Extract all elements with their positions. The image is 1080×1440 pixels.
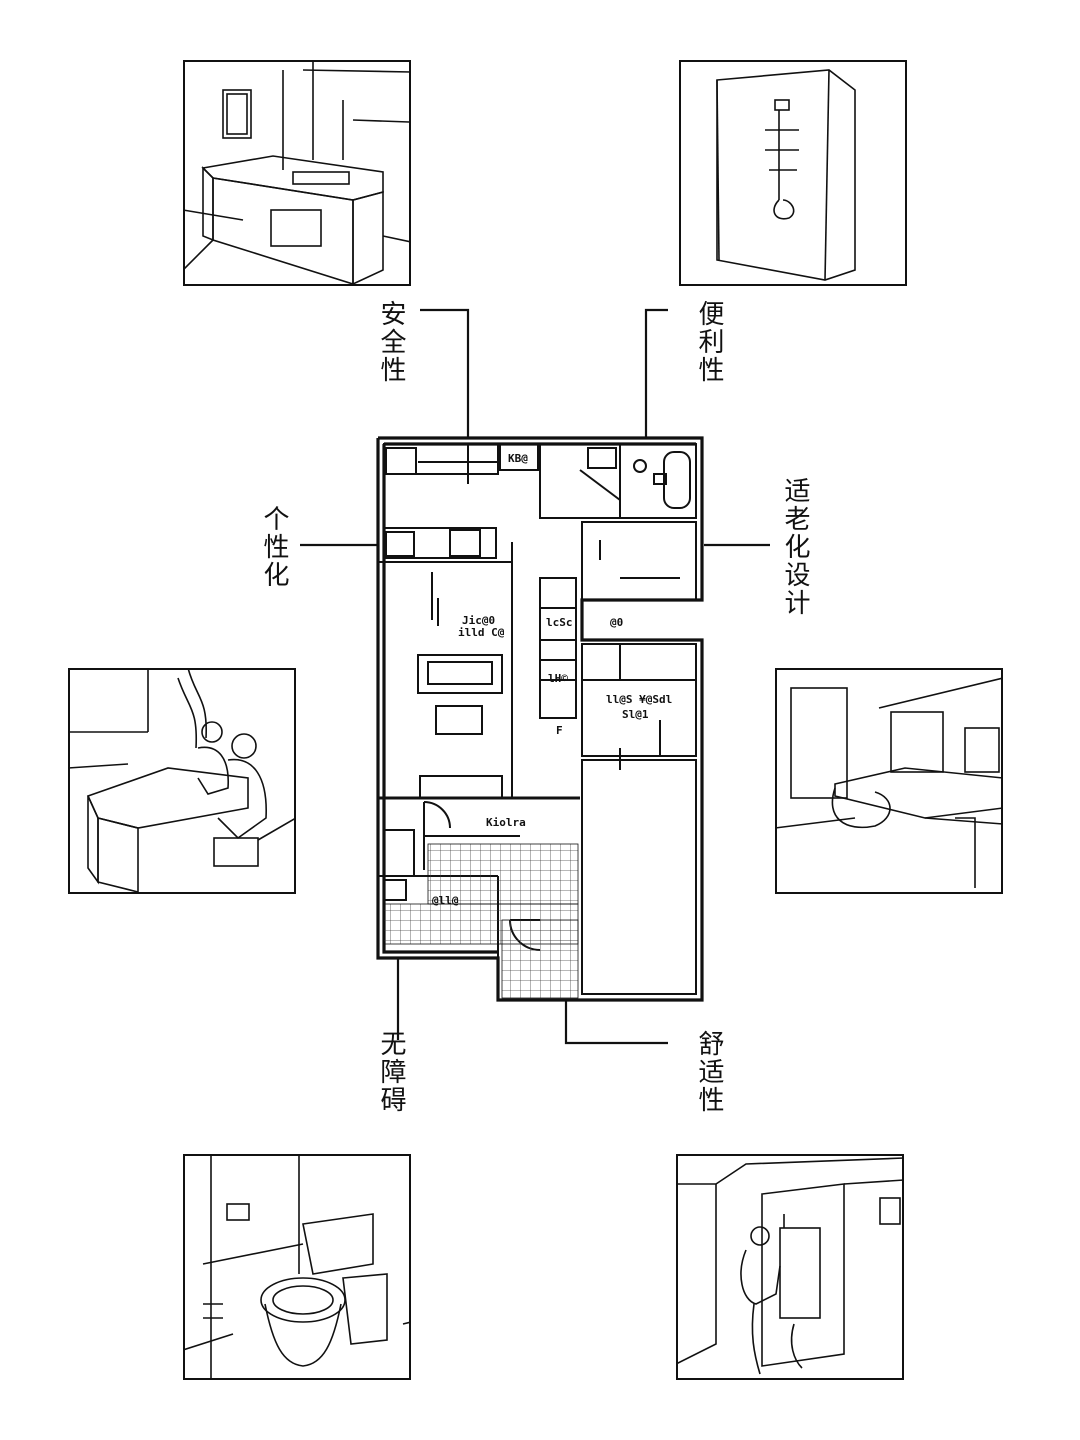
sketch-toilet bbox=[183, 1154, 411, 1380]
tile-grid bbox=[383, 843, 579, 999]
leader-comfort bbox=[564, 1000, 668, 1045]
fp-label-h: @ll@ bbox=[432, 894, 459, 907]
label-personalization-text: 个性化 bbox=[259, 505, 289, 589]
sketch-living bbox=[68, 668, 296, 894]
label-personalization: 个性化 bbox=[259, 505, 289, 589]
closet bbox=[539, 577, 577, 719]
kitchen-counter bbox=[383, 443, 499, 475]
coffee-table bbox=[435, 705, 483, 735]
fp-label-a2: illd C@ bbox=[458, 626, 505, 639]
sketch-kitchen bbox=[183, 60, 411, 286]
fp-label-d: @0 bbox=[610, 616, 623, 629]
label-convenience: 便利性 bbox=[694, 300, 724, 384]
label-convenience-text: 便利性 bbox=[694, 300, 724, 384]
label-comfort: 舒适性 bbox=[694, 1030, 724, 1114]
fp-label-e: ll@S ¥@Sdl bbox=[606, 693, 672, 706]
fp-label-c: lcSc bbox=[546, 616, 573, 629]
sketch-shower bbox=[679, 60, 907, 286]
label-aging-friendly-text: 适老化设计 bbox=[780, 477, 810, 617]
fridge bbox=[499, 443, 539, 471]
bathtub bbox=[663, 451, 691, 509]
outer-wall bbox=[376, 436, 704, 1002]
cabinet-left bbox=[383, 527, 497, 559]
leader-convenience bbox=[644, 308, 668, 438]
room-right-middle bbox=[581, 643, 697, 757]
wall-left-inner bbox=[382, 444, 498, 954]
label-comfort-text: 舒适性 bbox=[694, 1030, 724, 1114]
fp-label-i: lH© bbox=[548, 672, 568, 685]
label-safety: 安全性 bbox=[376, 300, 406, 384]
sofa bbox=[417, 654, 503, 694]
leader-lines bbox=[300, 308, 770, 1045]
room-right-upper bbox=[581, 521, 697, 601]
kitchen-sink bbox=[385, 447, 417, 475]
leader-safety bbox=[420, 308, 470, 438]
tv-bench bbox=[419, 775, 503, 799]
floor-plan: Jic@0 illd C@ KB@ lcSc @0 ll@S ¥@Sdl Sl@… bbox=[376, 436, 704, 1002]
fp-label-f: F bbox=[556, 724, 563, 737]
label-aging-friendly: 适老化设计 bbox=[780, 477, 810, 617]
sketch-room bbox=[775, 668, 1003, 894]
sketch-shower-person bbox=[676, 1154, 904, 1380]
fp-label-a: Jic@0 bbox=[462, 614, 495, 627]
label-barrier-free: 无障碍 bbox=[376, 1030, 406, 1114]
room-right-lower bbox=[581, 759, 697, 995]
fp-label-g: Kiolra bbox=[486, 816, 526, 829]
label-barrier-free-text: 无障碍 bbox=[376, 1030, 406, 1114]
label-safety-text: 安全性 bbox=[376, 300, 406, 384]
fp-label-e2: Sl@1 bbox=[622, 708, 649, 721]
bathroom-top bbox=[539, 443, 697, 519]
fp-label-b: KB@ bbox=[508, 452, 528, 465]
